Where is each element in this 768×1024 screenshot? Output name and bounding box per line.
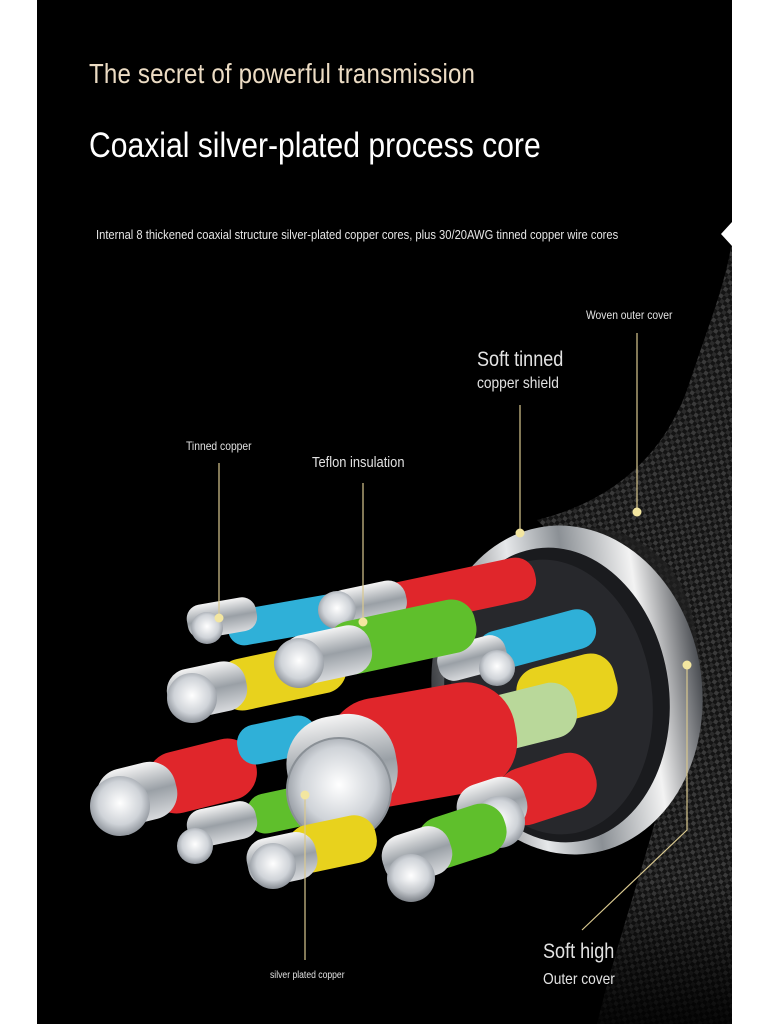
product-poster: The secret of powerful transmission Coax… — [37, 0, 732, 1024]
subhead: Coaxial silver-plated process core — [89, 126, 541, 165]
callout-teflon-insulation: Teflon insulation — [312, 454, 405, 471]
callout-soft-tinned-line2: copper shield — [477, 375, 559, 392]
woven-outer-jacket — [537, 240, 732, 1024]
callout-dots — [214, 507, 692, 800]
callout-soft-tinned-line1: Soft tinned — [477, 348, 564, 371]
callout-soft-high-line1: Soft high — [543, 940, 615, 963]
callout-tinned-copper: Tinned copper — [186, 439, 252, 453]
callout-lines — [218, 333, 688, 960]
callout-woven-outer-cover: Woven outer cover — [586, 308, 673, 322]
side-notch-marker — [721, 222, 732, 246]
callout-soft-high-line2: Outer cover — [543, 971, 615, 988]
headline: The secret of powerful transmission — [89, 58, 476, 89]
wire-bundle — [90, 557, 618, 902]
description: Internal 8 thickened coaxial structure s… — [96, 227, 619, 242]
cable-illustration — [37, 240, 732, 1024]
callout-silver-plated-copper: silver plated copper — [270, 970, 345, 981]
